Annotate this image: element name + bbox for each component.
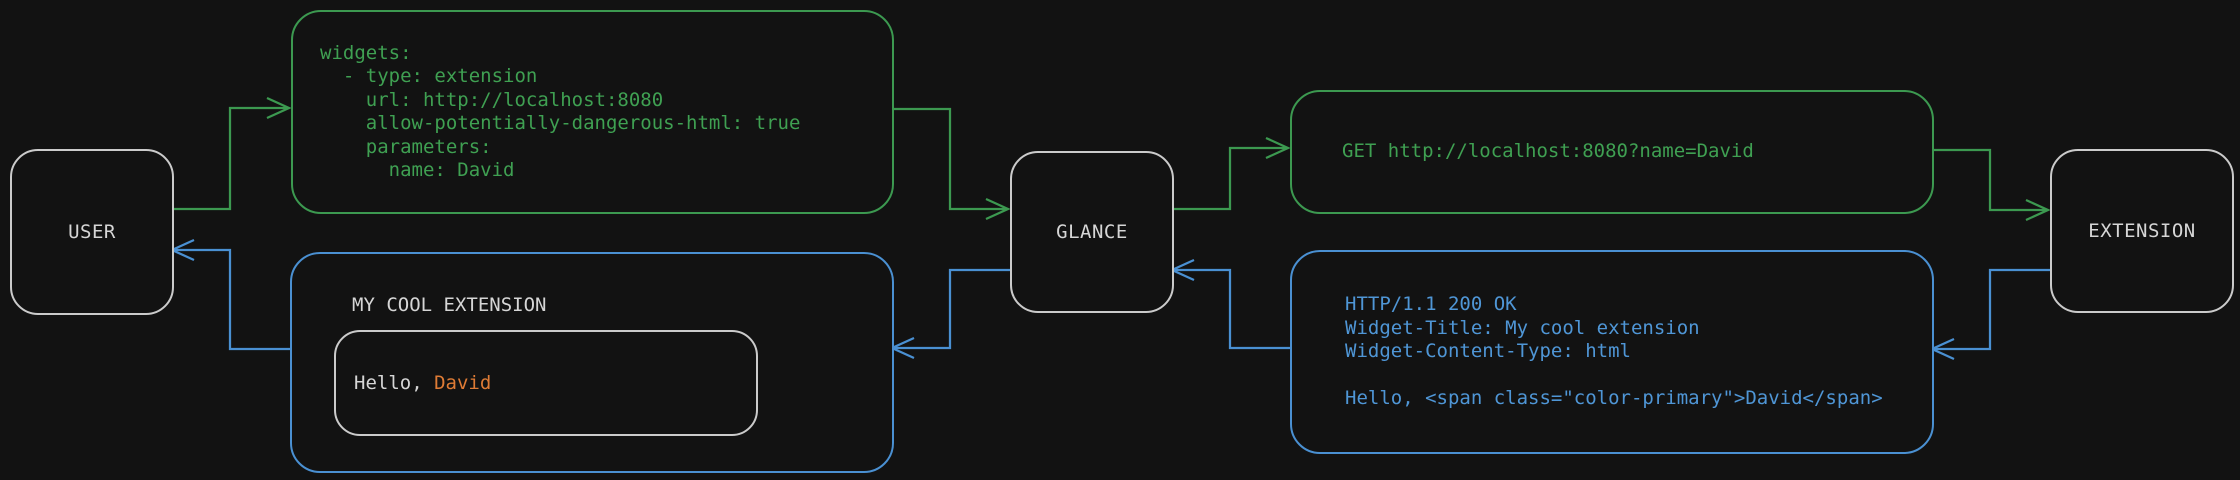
node-glance: GLANCE: [1010, 151, 1174, 313]
widget-title: MY COOL EXTENSION: [352, 294, 547, 316]
arrow-response-to-glance: [1169, 258, 1290, 350]
arrow-extension-to-response: [1929, 268, 2050, 361]
node-glance-label: GLANCE: [1056, 221, 1128, 243]
node-extension: EXTENSION: [2050, 149, 2234, 313]
http-response-box: HTTP/1.1 200 OK Widget-Title: My cool ex…: [1290, 250, 1934, 454]
config-yaml-code: widgets: - type: extension url: http://l…: [320, 41, 801, 182]
greeting-name: David: [434, 372, 492, 394]
arrow-glance-to-request: [1170, 136, 1291, 211]
rendered-widget-box: MY COOL EXTENSION Hello, David: [290, 252, 894, 473]
arrow-config-to-glance: [890, 107, 1011, 221]
http-request-code: GET http://localhost:8080?name=David: [1342, 140, 1754, 163]
node-user: USER: [10, 149, 174, 315]
arrow-request-to-extension: [1930, 148, 2051, 222]
http-request-box: GET http://localhost:8080?name=David: [1290, 90, 1934, 214]
greeting-text: Hello, David: [336, 372, 491, 394]
node-extension-label: EXTENSION: [2088, 220, 2196, 242]
arrow-user-to-config: [170, 96, 292, 211]
widget-content-frame: Hello, David: [334, 330, 758, 436]
arrow-render-to-user: [169, 238, 290, 351]
node-user-label: USER: [68, 221, 116, 243]
http-response-code: HTTP/1.1 200 OK Widget-Title: My cool ex…: [1345, 293, 1883, 410]
greeting-prefix: Hello,: [354, 372, 435, 394]
config-yaml-box: widgets: - type: extension url: http://l…: [291, 10, 894, 214]
arrow-glance-to-render: [889, 268, 1010, 360]
